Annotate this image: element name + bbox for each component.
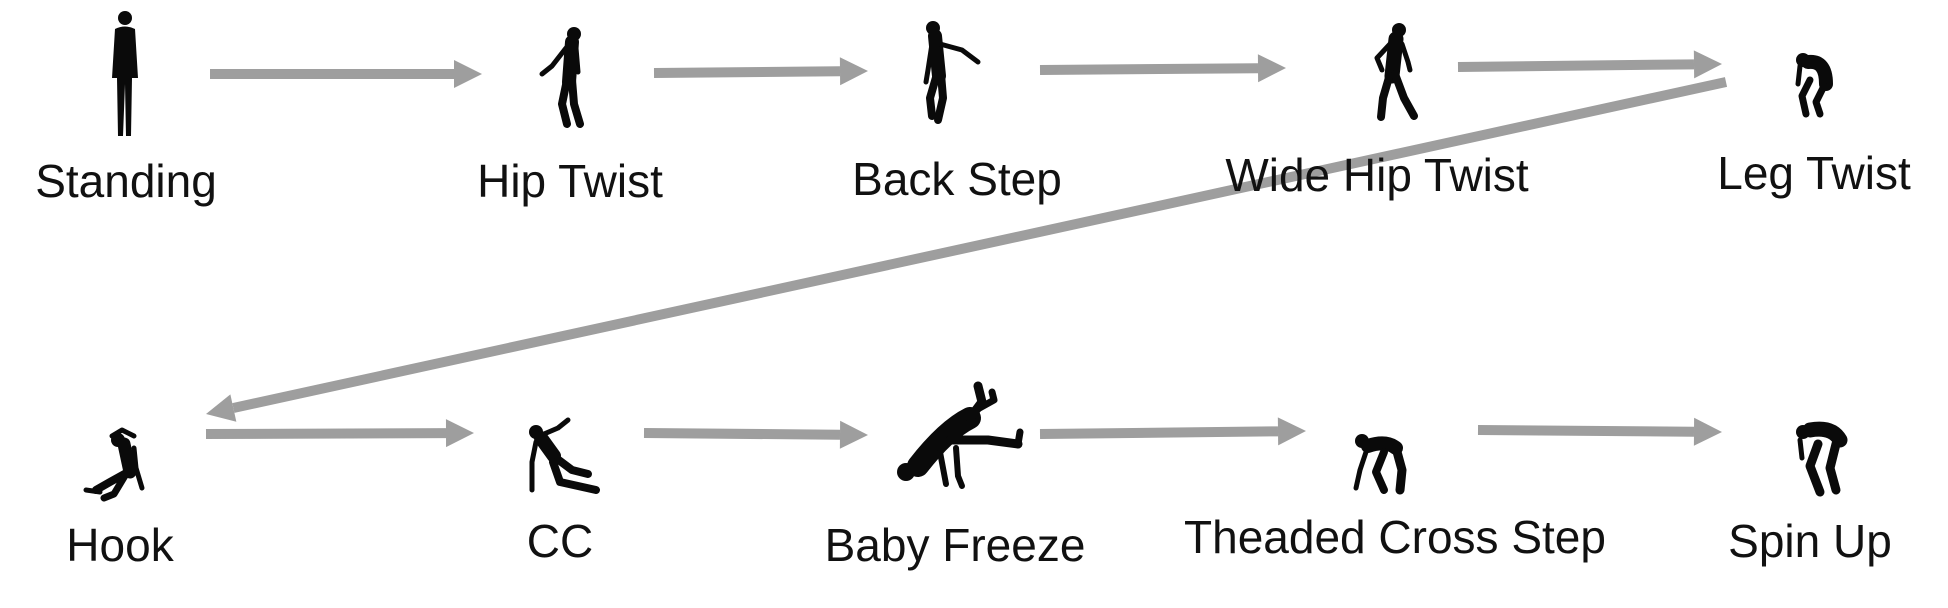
- label-cc: CC: [527, 518, 593, 564]
- cc-figure-icon: [529, 420, 596, 490]
- transition-arrows: [206, 50, 1726, 448]
- baby-freeze-figure-icon: [897, 386, 1020, 486]
- arrow-head: [206, 394, 236, 421]
- arrow-hip-twist-to-back-step: [654, 57, 868, 85]
- arrow-baby-freeze-to-theaded-cross-step: [1040, 417, 1306, 445]
- hook-figure-icon: [86, 430, 142, 498]
- arrow-hook-to-cc: [206, 419, 474, 447]
- arrow-shaft: [1458, 64, 1694, 67]
- label-baby-freeze: Baby Freeze: [825, 522, 1086, 568]
- arrow-shaft: [206, 433, 446, 434]
- arrow-cc-to-baby-freeze: [644, 421, 868, 449]
- label-hook: Hook: [66, 522, 173, 568]
- arrow-shaft: [654, 71, 840, 73]
- arrow-head: [446, 419, 474, 447]
- hip-twist-figure-icon: [542, 27, 581, 124]
- arrow-head: [1694, 50, 1722, 78]
- arrow-standing-to-hip-twist: [210, 60, 482, 88]
- arrow-head: [840, 421, 868, 449]
- wide-hip-twist-figure-icon: [1377, 23, 1414, 117]
- leg-twist-figure-icon: [1796, 53, 1826, 114]
- arrow-wide-hip-twist-to-leg-twist: [1458, 50, 1722, 78]
- arrow-shaft: [644, 433, 840, 435]
- arrow-shaft: [1040, 431, 1278, 434]
- spin-up-figure-icon: [1796, 425, 1840, 492]
- arrow-theaded-cross-step-to-spin-up: [1478, 418, 1722, 446]
- arrow-shaft: [1478, 430, 1694, 432]
- label-standing: Standing: [35, 158, 217, 204]
- arrow-head: [1278, 417, 1306, 445]
- label-spin-up: Spin Up: [1728, 518, 1892, 564]
- standing-figure-icon: [112, 11, 138, 136]
- label-wide-hip-twist: Wide Hip Twist: [1225, 152, 1528, 198]
- arrow-shaft: [1040, 68, 1258, 70]
- back-step-figure-icon: [926, 21, 978, 120]
- arrow-head: [1258, 54, 1286, 82]
- arrow-back-step-to-wide-hip-twist: [1040, 54, 1286, 82]
- arrow-leg-twist-to-hook: [206, 82, 1726, 422]
- arrow-shaft: [233, 82, 1726, 408]
- cross-step-figure-icon: [1355, 434, 1402, 490]
- arrow-head: [1694, 418, 1722, 446]
- label-theaded-cross-step: Theaded Cross Step: [1184, 514, 1606, 560]
- label-back-step: Back Step: [852, 156, 1062, 202]
- label-hip-twist: Hip Twist: [477, 158, 663, 204]
- label-leg-twist: Leg Twist: [1717, 150, 1910, 196]
- arrow-head: [454, 60, 482, 88]
- arrow-head: [840, 57, 868, 85]
